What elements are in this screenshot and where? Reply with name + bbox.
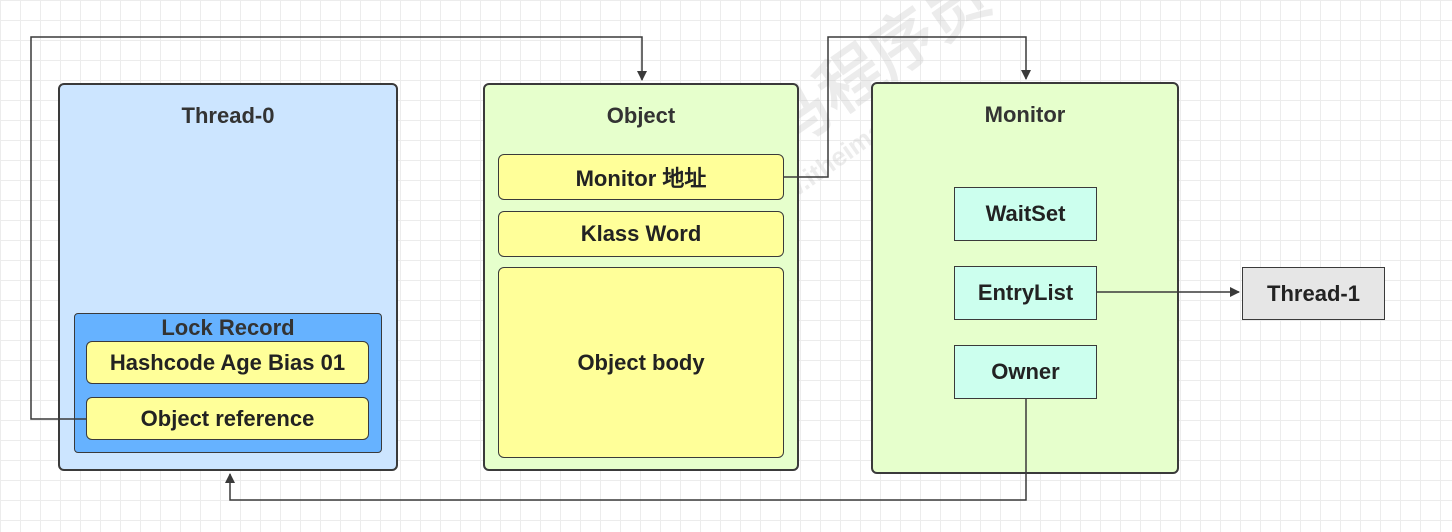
object-reference-field: Object reference: [86, 397, 369, 440]
hashcode-age-bias-field: Hashcode Age Bias 01: [86, 341, 369, 384]
klass-word-field: Klass Word: [498, 211, 784, 257]
owner-box: Owner: [954, 345, 1097, 399]
monitor-address-field: Monitor 地址: [498, 154, 784, 200]
lock-record-title: Lock Record: [161, 315, 295, 340]
entrylist-box: EntryList: [954, 266, 1097, 320]
object-title: Object: [606, 103, 676, 128]
monitor-address-to-monitor-arrow: [784, 36, 1031, 178]
object-body-field: Object body: [498, 267, 784, 458]
owner-to-thread-0-arrow: [225, 399, 1027, 501]
thread-1-box: Thread-1: [1242, 267, 1385, 320]
thread-0-title: Thread-0: [181, 103, 275, 128]
object-reference-to-object-arrow: [30, 36, 647, 420]
monitor-title: Monitor: [984, 102, 1066, 127]
waitset-box: WaitSet: [954, 187, 1097, 241]
